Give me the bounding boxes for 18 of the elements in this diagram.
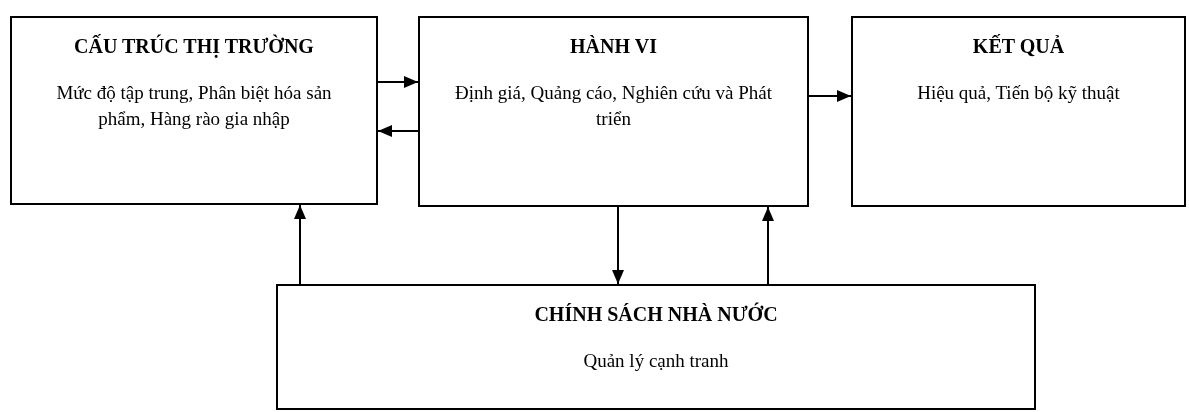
box-heading: KẾT QUẢ — [971, 34, 1066, 58]
box-heading: CHÍNH SÁCH NHÀ NƯỚC — [533, 302, 779, 326]
box-heading: HÀNH VI — [569, 34, 658, 58]
process-box — [276, 284, 1036, 410]
arrow — [377, 76, 419, 88]
arrow — [762, 206, 774, 285]
box-description: Quản lý cạnh tranh — [582, 349, 730, 373]
arrow — [612, 206, 624, 285]
process-box — [418, 16, 809, 207]
process-box — [10, 16, 378, 205]
box-description: Hiệu quả, Tiến bộ kỹ thuật — [916, 81, 1121, 105]
arrow — [294, 204, 306, 285]
box-description: Định giá, Quảng cáo, Nghiên cứu và Phát triển — [454, 81, 773, 131]
box-description: Mức độ tập trung, Phân biệt hóa sản phẩm, Hàng rào gia nhập — [55, 81, 333, 131]
arrow — [808, 90, 852, 102]
arrow — [377, 125, 419, 137]
box-heading: CẤU TRÚC THỊ TRƯỜNG — [73, 34, 315, 58]
process-box — [851, 16, 1186, 207]
